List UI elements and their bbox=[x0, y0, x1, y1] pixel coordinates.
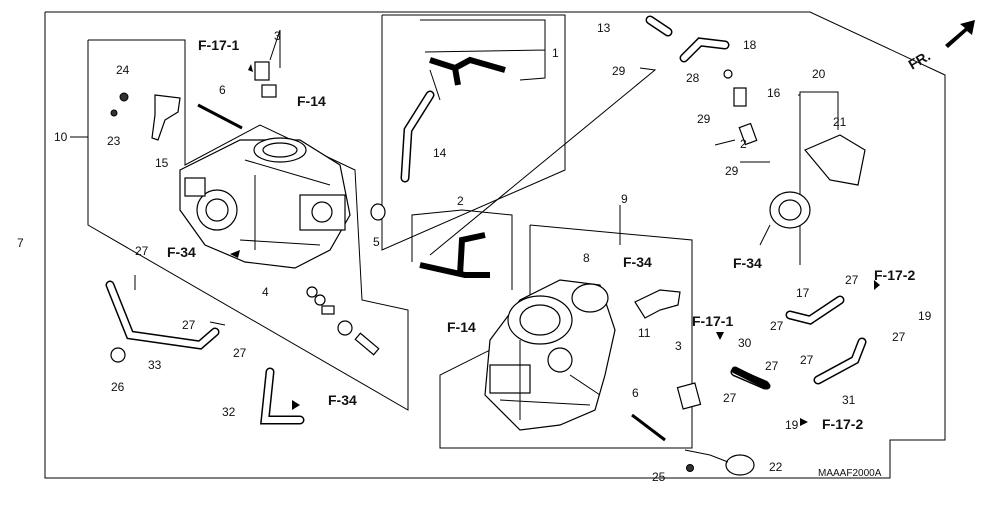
ref-label-f34-right: F-34 bbox=[733, 255, 762, 271]
part-label-8: 8 bbox=[583, 251, 590, 265]
part-label-26: 26 bbox=[111, 380, 125, 394]
part-label-25: 25 bbox=[652, 470, 666, 484]
ref-label-f34-center: F-34 bbox=[623, 254, 652, 270]
bracket-part-15 bbox=[151, 94, 181, 141]
ref-label-f34-left: F-34 bbox=[167, 244, 196, 260]
part-label-13: 13 bbox=[597, 21, 611, 35]
part-label-27i: 27 bbox=[723, 391, 737, 405]
part-label-3b: 3 bbox=[675, 339, 682, 353]
part-label-1: 1 bbox=[552, 46, 559, 60]
part-label-27b: 27 bbox=[182, 318, 196, 332]
ref-label-f14-top: F-14 bbox=[297, 93, 326, 109]
part-label-19b: 19 bbox=[785, 418, 799, 432]
left-carburetor-body bbox=[179, 137, 351, 269]
t-joints bbox=[419, 56, 506, 278]
part-label-27g: 27 bbox=[765, 359, 779, 373]
part-label-28: 28 bbox=[686, 71, 700, 85]
part-label-27h: 27 bbox=[800, 353, 814, 367]
part-label-21: 21 bbox=[833, 115, 847, 129]
part-label-7: 7 bbox=[17, 236, 24, 250]
drawing-code: MAAAF2000A bbox=[818, 468, 882, 479]
labels: 1 2 2 3 3 4 5 6 6 7 8 9 10 11 13 14 15 1… bbox=[17, 21, 933, 484]
hoses bbox=[105, 15, 867, 425]
misc-parts bbox=[110, 347, 771, 476]
reference-arrows bbox=[230, 64, 880, 426]
bracket-part-11 bbox=[634, 289, 681, 319]
part-label-24: 24 bbox=[116, 63, 130, 77]
jet-kit-part-4 bbox=[306, 286, 380, 356]
part-label-6: 6 bbox=[219, 83, 226, 97]
part-label-23: 23 bbox=[107, 134, 121, 148]
part-label-16: 16 bbox=[767, 86, 781, 100]
small-fittings bbox=[723, 69, 770, 163]
part-label-11: 11 bbox=[638, 326, 651, 340]
part-label-27d: 27 bbox=[845, 273, 859, 287]
part-label-10: 10 bbox=[54, 130, 68, 144]
part-label-19: 19 bbox=[918, 309, 932, 323]
part-label-27a: 27 bbox=[135, 244, 149, 258]
ref-label-f17-2-bottom: F-17-2 bbox=[822, 416, 863, 432]
ref-label-f17-2-top: F-17-2 bbox=[874, 267, 915, 283]
outer-boundary bbox=[44, 11, 946, 479]
part-label-27c: 27 bbox=[233, 346, 247, 360]
part-label-27f: 27 bbox=[770, 319, 784, 333]
left-assembly-frame bbox=[87, 39, 409, 411]
part-label-2b: 2 bbox=[740, 137, 747, 151]
hose-box-frame bbox=[381, 14, 566, 251]
part-label-31: 31 bbox=[842, 393, 856, 407]
part-label-4: 4 bbox=[262, 285, 269, 299]
part-label-5: 5 bbox=[373, 235, 380, 249]
screws bbox=[110, 92, 694, 472]
part-label-33: 33 bbox=[148, 358, 162, 372]
leader-lines bbox=[70, 19, 839, 326]
part-label-15: 15 bbox=[155, 156, 169, 170]
part-label-14: 14 bbox=[433, 146, 447, 160]
part-label-30: 30 bbox=[738, 336, 752, 350]
part-5 bbox=[370, 203, 386, 221]
part-label-9: 9 bbox=[621, 192, 628, 206]
fitting-part-3 bbox=[254, 61, 702, 410]
part-label-2: 2 bbox=[457, 194, 464, 208]
part-label-27e: 27 bbox=[892, 330, 906, 344]
air-cut-valve bbox=[759, 134, 866, 246]
ref-label-f17-1-right: F-17-1 bbox=[692, 313, 733, 329]
ref-label-f14-mid: F-14 bbox=[447, 319, 476, 335]
right-carburetor-body bbox=[484, 279, 616, 431]
front-direction-arrow bbox=[945, 20, 975, 48]
ref-label-f17-1-top: F-17-1 bbox=[198, 37, 239, 53]
part-label-29a: 29 bbox=[612, 64, 626, 78]
direction-label: FR. bbox=[906, 47, 934, 72]
ref-label-f34-bottom: F-34 bbox=[328, 392, 357, 408]
part-label-3: 3 bbox=[274, 29, 281, 43]
part-label-22: 22 bbox=[769, 460, 783, 474]
part-label-32: 32 bbox=[222, 405, 236, 419]
part-label-6b: 6 bbox=[632, 386, 639, 400]
part-label-29c: 29 bbox=[725, 164, 739, 178]
part-label-17: 17 bbox=[796, 286, 810, 300]
part-label-29b: 29 bbox=[697, 112, 711, 126]
part-label-18: 18 bbox=[743, 38, 757, 52]
part-label-20: 20 bbox=[812, 67, 826, 81]
